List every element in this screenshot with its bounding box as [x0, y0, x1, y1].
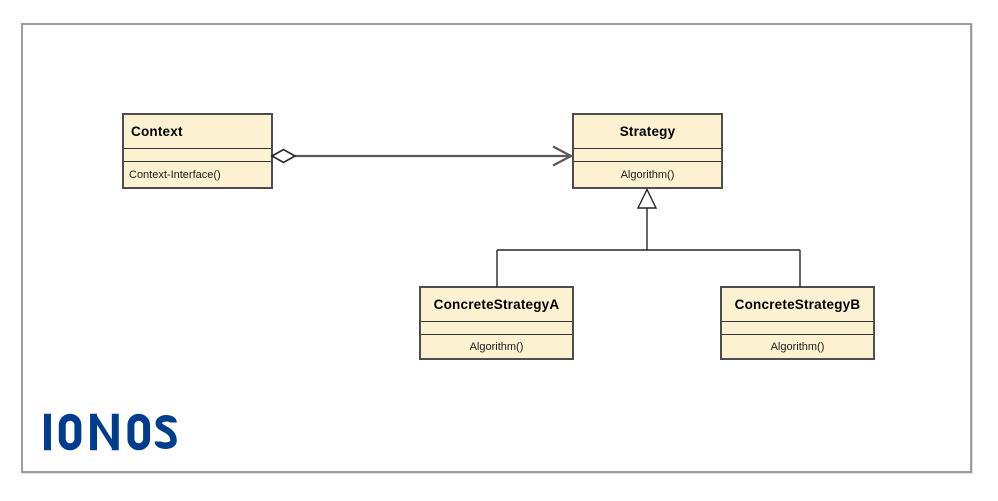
- uml-class-concrete-strategy-a: ConcreteStrategyA Algorithm(): [419, 286, 574, 360]
- uml-class-strategy: Strategy Algorithm(): [572, 113, 723, 189]
- class-name-concrete-strategy-b: ConcreteStrategyB: [734, 297, 861, 312]
- uml-class-context: Context Context-Interface(): [122, 113, 273, 189]
- class-method-csb-algorithm: Algorithm(): [722, 334, 873, 358]
- class-attributes-strategy: [574, 148, 721, 161]
- class-attributes-concrete-strategy-b: [722, 321, 873, 334]
- class-method-context-interface: Context-Interface(): [124, 161, 271, 187]
- class-method-csa-algorithm: Algorithm(): [421, 334, 572, 358]
- class-method-strategy-algorithm: Algorithm(): [574, 161, 721, 187]
- uml-class-concrete-strategy-b: ConcreteStrategyB Algorithm(): [720, 286, 875, 360]
- class-name-concrete-strategy-a: ConcreteStrategyA: [433, 297, 560, 312]
- class-attributes-concrete-strategy-a: [421, 321, 572, 334]
- class-name-context: Context: [131, 124, 183, 139]
- class-name-strategy: Strategy: [619, 124, 676, 139]
- ionos-logo: IONOS: [44, 412, 179, 454]
- ionos-logo-glyphs: [44, 413, 177, 451]
- class-attributes-context: [124, 148, 271, 161]
- diagram-frame: [21, 23, 972, 473]
